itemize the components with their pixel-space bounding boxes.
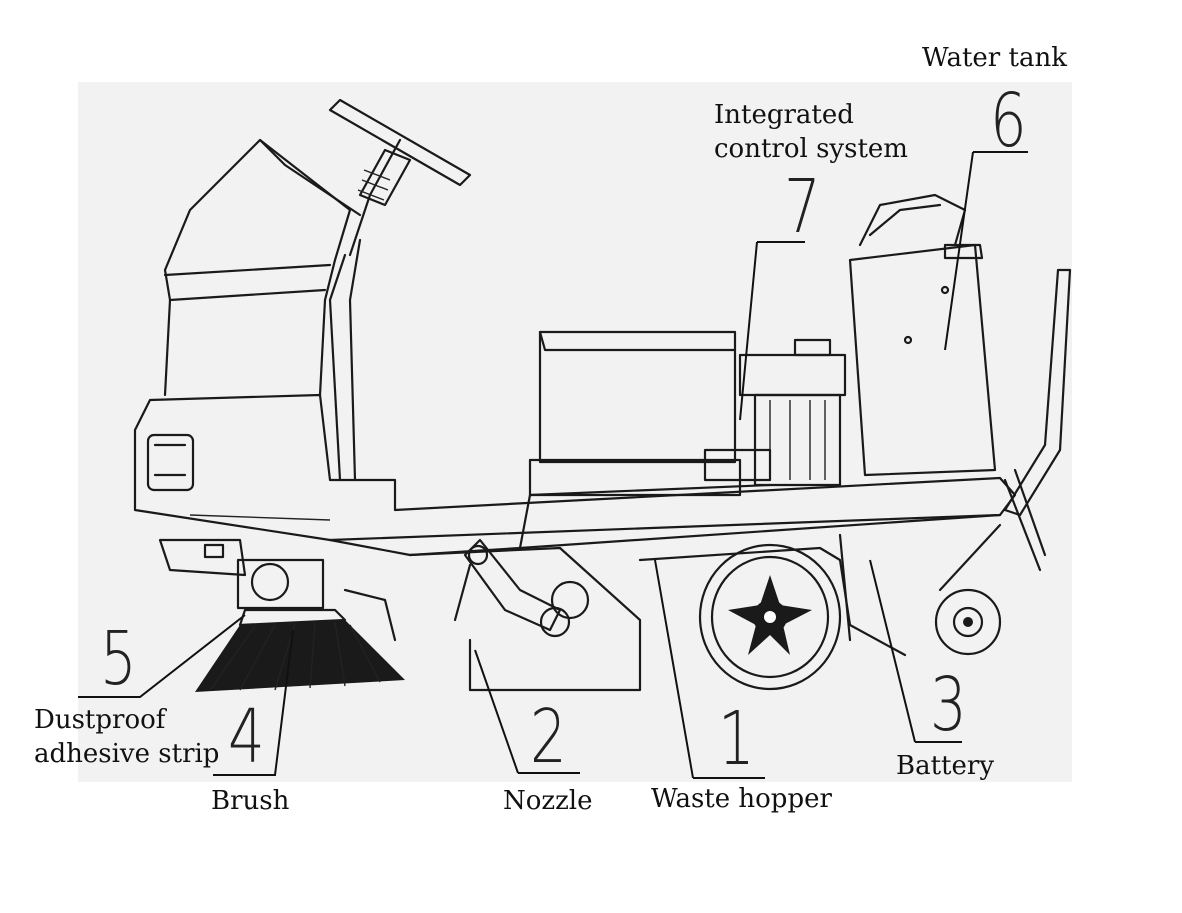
callout-number-4: 4 (228, 694, 265, 780)
water-tank (848, 193, 997, 477)
callout-number-7: 7 (784, 164, 821, 250)
callout-number-3: 3 (930, 662, 967, 748)
steering-wheel (328, 98, 472, 482)
label-waste-hopper: Waste hopper (651, 784, 832, 814)
callout-number-2: 2 (530, 694, 567, 780)
label-integrated-line2: control system (714, 134, 908, 164)
label-nozzle: Nozzle (503, 786, 593, 816)
caster-wheel (934, 523, 1002, 656)
leader-lines (78, 151, 1028, 779)
nozzle-assembly (453, 538, 590, 638)
callout-number-5: 5 (100, 616, 137, 702)
side-brush (158, 538, 405, 692)
label-dustproof-line1: Dustproof (34, 705, 166, 735)
control-system-box (528, 330, 847, 497)
label-water-tank: Water tank (922, 43, 1067, 73)
label-integrated-line1: Integrated (714, 100, 854, 130)
label-dustproof-line2: adhesive strip (34, 739, 220, 769)
main-wheel (698, 543, 842, 691)
rear-handle (1003, 268, 1072, 572)
label-brush: Brush (211, 786, 290, 816)
seat (146, 138, 362, 492)
callout-number-1: 1 (718, 696, 755, 782)
callout-number-6: 6 (990, 78, 1027, 164)
label-battery: Battery (896, 751, 995, 781)
